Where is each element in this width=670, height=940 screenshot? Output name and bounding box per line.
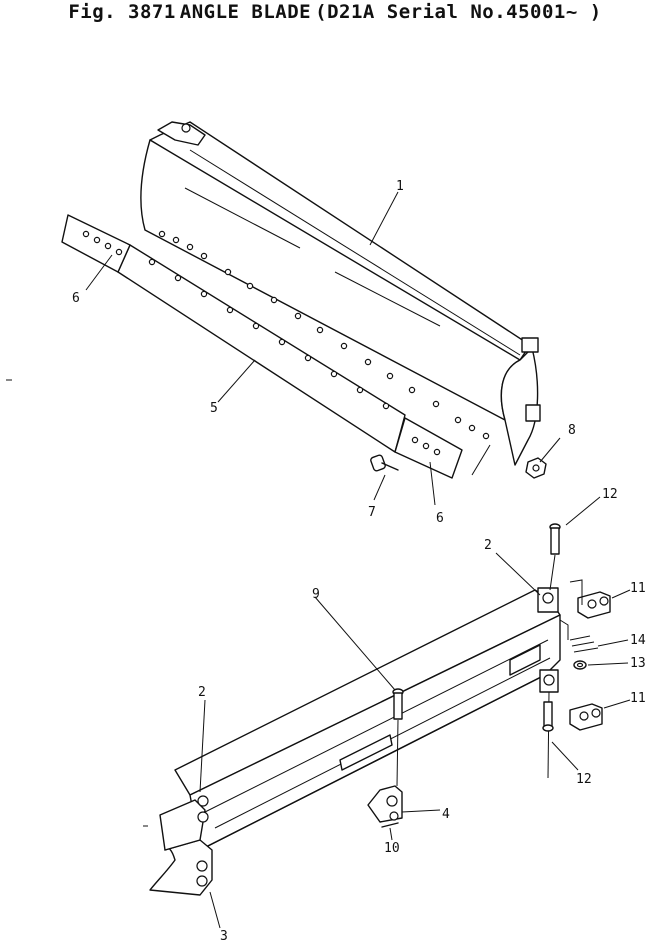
callout-1: 1 [396,179,404,194]
hinge-link-11-upper [577,591,611,619]
blade-right-lug-lower [525,404,541,422]
frame-inner-line [204,639,549,813]
callout-2-lower: 2 [198,685,206,700]
blade-surface-line [184,187,301,249]
frame-cross-member [339,734,393,771]
blade-top-bracket [157,121,206,146]
figure-title: Fig. 3871 ANGLE BLADE (D21A Serial No.45… [0,0,670,24]
frame-bottom-edge [199,674,546,851]
figure-name: ANGLE BLADE [179,1,312,23]
nut-8 [525,457,547,479]
washer-13 [573,660,587,670]
end-bit-left [61,214,131,273]
end-bit-right [394,417,463,479]
blade-frame [149,587,561,896]
callout-4: 4 [442,807,450,822]
cutting-edge-bolt-holes [148,258,390,410]
leader-lines [85,191,631,929]
callout-5: 5 [210,401,218,416]
blade-end-plate [500,347,539,466]
hinge-link-11-lower [569,703,603,731]
blade-surface-line [334,271,441,327]
callout-12-lower: 12 [576,772,592,787]
callout-11-lower: 11 [630,691,646,706]
callout-6-right: 6 [436,511,444,526]
pin-9 [392,688,404,787]
shims-14 [569,635,599,653]
end-bit-plate [394,417,463,479]
pin-12-lower [542,691,554,779]
callout-8: 8 [568,423,576,438]
hinge-boss-left [197,811,209,823]
frame-left-plate [159,799,206,851]
pin-12-upper [549,523,561,591]
callout-7: 7 [368,505,376,520]
callout-9: 9 [312,587,320,602]
callout-10: 10 [384,841,400,856]
blade-crease-line [189,149,521,356]
callout-13: 13 [630,656,646,671]
callout-14: 14 [630,633,646,648]
bracket-hole [181,123,191,133]
hinge-boss-left-lower [196,860,208,872]
callout-labels: 1 2 2 3 4 5 6 6 7 8 9 10 11 11 12 12 13 … [72,179,646,940]
figure-number: Fig. 3871 [68,1,176,23]
figure-model: (D21A Serial No.45001~ ) [315,1,602,23]
bolt-7 [370,454,399,472]
frame-cross-member [509,644,541,676]
explode-guide [559,579,583,640]
end-bit-plate [61,214,131,273]
callout-3: 3 [220,929,228,940]
hinge-boss-3 [196,875,208,887]
callout-11-upper: 11 [630,581,646,596]
hinge-boss-2-left [197,795,209,807]
blade-bolt-holes [158,230,490,440]
blade-assembly [140,121,541,466]
callout-6-left: 6 [72,291,80,306]
cotter-pin-10 [381,822,399,828]
callout-12-upper: 12 [602,487,618,502]
blade-right-lug-upper [521,337,539,353]
callout-2-upper: 2 [484,538,492,553]
